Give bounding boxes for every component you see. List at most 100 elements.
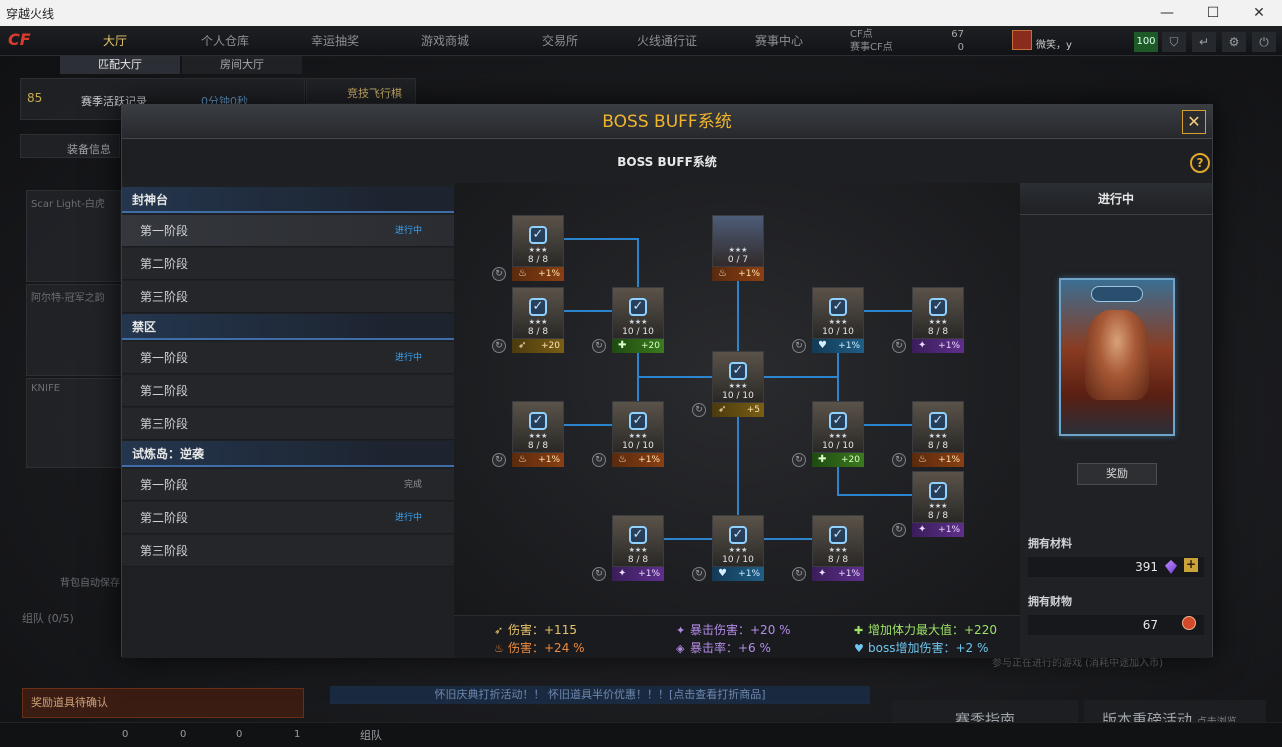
news-ticker[interactable]: 怀旧庆典打折活动！！ 怀旧道具半价优惠！！！[点击查看打折商品] bbox=[330, 686, 870, 704]
buff-node[interactable]: ✓★★★8 / 8 bbox=[512, 401, 564, 453]
buff-node[interactable]: ✓★★★10 / 10 bbox=[612, 401, 664, 453]
promo-banner[interactable]: 竞技飞行棋 bbox=[306, 78, 416, 104]
fire-icon: ♨ bbox=[718, 268, 727, 279]
check-icon: ✓ bbox=[929, 482, 947, 500]
stage-label: 第三阶段 bbox=[140, 290, 189, 304]
nav-exchange[interactable]: 交易所 bbox=[541, 34, 578, 48]
promo-label: 竞技飞行棋 bbox=[347, 87, 402, 100]
tab-match-lobby[interactable]: 匹配大厅 bbox=[60, 56, 180, 74]
star-icon: ★★★ bbox=[628, 432, 648, 440]
wealth-value: 67 bbox=[1028, 615, 1204, 635]
summary-fire-text: 伤害：+24 % bbox=[508, 641, 585, 655]
crit-rate-icon: ◈ bbox=[676, 642, 685, 655]
buff-node[interactable]: ✓★★★8 / 8 bbox=[912, 287, 964, 339]
stage-item[interactable]: 第二阶段 bbox=[122, 375, 454, 407]
star-icon: ★★★ bbox=[528, 432, 548, 440]
summary-crit-rate-text: 暴击率：+6 % bbox=[690, 641, 771, 655]
window-titlebar: 穿越火线 — ☐ ✕ bbox=[0, 0, 1282, 26]
buff-node[interactable]: ✓★★★8 / 8 bbox=[912, 401, 964, 453]
buff-node[interactable]: ★★★0 / 7 bbox=[712, 215, 764, 267]
stage-item[interactable]: 第三阶段 bbox=[122, 408, 454, 440]
tab-room-lobby[interactable]: 房间大厅 bbox=[182, 56, 302, 74]
stage-item[interactable]: 第一阶段 完成 bbox=[122, 469, 454, 501]
add-materials-button[interactable]: + bbox=[1184, 557, 1198, 572]
buff-summary: ➶伤害：+115 ♨伤害：+24 % ✦暴击伤害：+20 % ◈暴击率：+6 %… bbox=[454, 615, 1020, 658]
help-button[interactable]: ? bbox=[1190, 153, 1210, 173]
stage-item[interactable]: 第二阶段 bbox=[122, 248, 454, 280]
node-progress: 10 / 10 bbox=[622, 327, 654, 337]
stage-item[interactable]: 第三阶段 bbox=[122, 281, 454, 313]
buff-node[interactable]: ✓★★★10 / 10 bbox=[712, 515, 764, 567]
nav-lobby[interactable]: 大厅 bbox=[102, 34, 127, 48]
close-button[interactable]: ✕ bbox=[1182, 110, 1206, 134]
reset-icon[interactable]: ↻ bbox=[492, 339, 506, 353]
buff-node[interactable]: ✓★★★10 / 10 bbox=[712, 351, 764, 403]
reward-button[interactable]: 奖励 bbox=[1077, 463, 1157, 485]
close-window-button[interactable]: ✕ bbox=[1253, 5, 1265, 21]
reset-icon[interactable]: ↻ bbox=[592, 453, 606, 467]
buff-node[interactable]: ✓★★★8 / 8 bbox=[912, 471, 964, 523]
buff-node[interactable]: ✓★★★8 / 8 bbox=[812, 515, 864, 567]
stage-item[interactable]: 第三阶段 bbox=[122, 535, 454, 567]
buff-node[interactable]: ✓★★★8 / 8 bbox=[512, 287, 564, 339]
boss-card[interactable] bbox=[1059, 278, 1175, 436]
nav-lottery[interactable]: 幸运抽奖 bbox=[310, 34, 359, 48]
equip-info-tab[interactable]: 装备信息 bbox=[20, 134, 120, 158]
knife-name: KNIFE bbox=[31, 383, 61, 394]
stage-item[interactable]: 第二阶段 进行中 bbox=[122, 502, 454, 534]
node-bonus-value: +1% bbox=[638, 455, 660, 465]
node-progress: 0 / 7 bbox=[727, 255, 749, 265]
reset-icon[interactable]: ↻ bbox=[792, 567, 806, 581]
reset-icon[interactable]: ↻ bbox=[892, 453, 906, 467]
node-bonus: ♨ +1% bbox=[712, 267, 764, 281]
star-icon: ★★★ bbox=[928, 318, 948, 326]
stage-item[interactable]: 第一阶段 进行中 bbox=[122, 215, 454, 247]
reset-icon[interactable]: ↻ bbox=[892, 523, 906, 537]
buff-node[interactable]: ✓★★★10 / 10 bbox=[812, 287, 864, 339]
reset-icon[interactable]: ↻ bbox=[892, 339, 906, 353]
buff-node[interactable]: ✓★★★10 / 10 bbox=[612, 287, 664, 339]
node-bonus-value: +1% bbox=[838, 341, 860, 351]
card-crest bbox=[1091, 286, 1143, 302]
stage-list: 封神台 第一阶段 进行中 第二阶段 第三阶段 禁区 第一阶段 进行中 第二阶段 … bbox=[122, 183, 454, 658]
bottom-team-tab[interactable]: 组队 bbox=[360, 729, 382, 742]
stage-item[interactable]: 第一阶段 进行中 bbox=[122, 342, 454, 374]
node-bonus-value: +1% bbox=[738, 269, 760, 279]
buff-node[interactable]: ✓★★★8 / 8 bbox=[512, 215, 564, 267]
nav-inventory[interactable]: 个人仓库 bbox=[200, 34, 249, 48]
nav-events[interactable]: 赛事中心 bbox=[754, 34, 803, 48]
shield-icon[interactable]: ⛉ bbox=[1162, 32, 1186, 52]
power-icon[interactable]: ⏻ bbox=[1252, 32, 1276, 52]
gift-point-label: 赛事CF点 bbox=[850, 42, 893, 53]
node-bonus: ✦+1% bbox=[612, 567, 664, 581]
minimize-button[interactable]: — bbox=[1160, 5, 1174, 21]
weapon-slot-primary[interactable]: Scar Light-白虎 bbox=[26, 190, 121, 282]
reset-icon[interactable]: ↻ bbox=[492, 267, 506, 281]
node-bonus-value: +1% bbox=[938, 455, 960, 465]
reset-icon[interactable]: ↻ bbox=[592, 567, 606, 581]
node-bonus-value: +1% bbox=[638, 569, 660, 579]
reset-icon[interactable]: ↻ bbox=[692, 403, 706, 417]
reset-icon[interactable]: ↻ bbox=[492, 453, 506, 467]
buff-node[interactable]: ✓★★★8 / 8 bbox=[612, 515, 664, 567]
reset-icon[interactable]: ↻ bbox=[792, 453, 806, 467]
return-icon[interactable]: ↵ bbox=[1192, 32, 1216, 52]
node-progress: 8 / 8 bbox=[827, 555, 849, 565]
buff-node[interactable]: ✓★★★10 / 10 bbox=[812, 401, 864, 453]
group-header-jinqu: 禁区 bbox=[122, 314, 454, 340]
weapon-slot-secondary[interactable]: 阿尔特-冠军之韵 bbox=[26, 284, 121, 376]
avatar[interactable] bbox=[1012, 30, 1032, 50]
check-icon: ✓ bbox=[729, 526, 747, 544]
reset-icon[interactable]: ↻ bbox=[692, 567, 706, 581]
autosave-label: 背包自动保存 bbox=[60, 578, 120, 589]
weapon-slot-knife[interactable]: KNIFE bbox=[26, 378, 121, 468]
reset-icon[interactable]: ↻ bbox=[592, 339, 606, 353]
level-badge: 100 bbox=[1134, 32, 1158, 52]
nav-shop[interactable]: 游戏商城 bbox=[420, 34, 469, 48]
nav-pass[interactable]: 火线通行证 bbox=[636, 34, 697, 48]
gear-icon[interactable]: ⚙ bbox=[1222, 32, 1246, 52]
bottom-count-4: 1 bbox=[294, 729, 301, 740]
reset-icon[interactable]: ↻ bbox=[792, 339, 806, 353]
maximize-button[interactable]: ☐ bbox=[1206, 5, 1220, 21]
reward-confirm-bar[interactable]: 奖励道具待确认 bbox=[22, 688, 304, 718]
